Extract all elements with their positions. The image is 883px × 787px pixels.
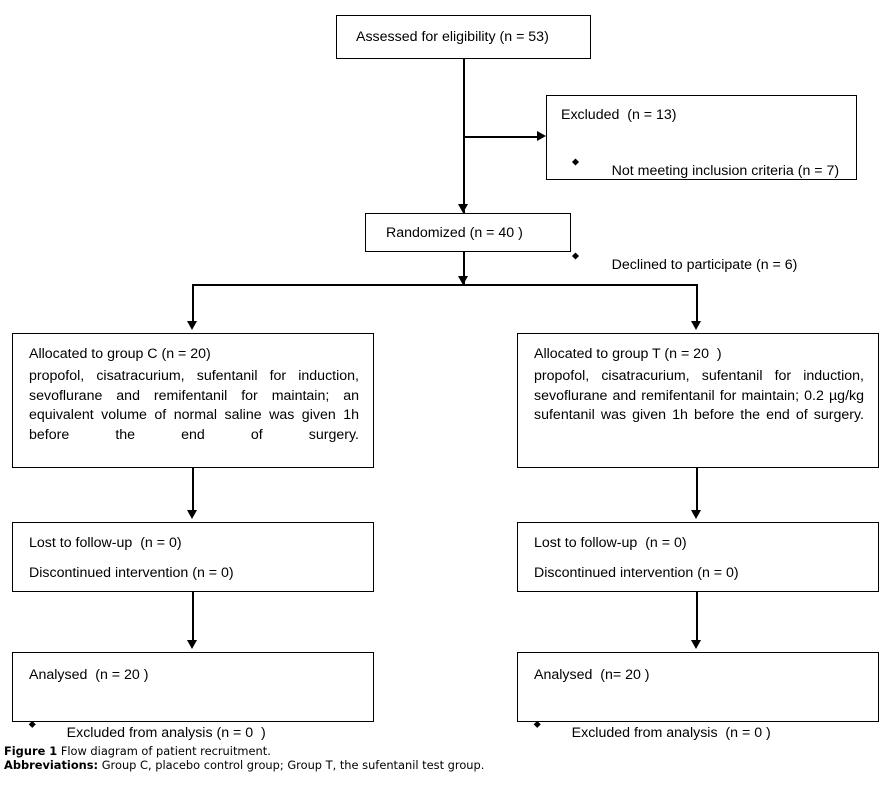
excluded-bullet-0: Not meeting inclusion criteria (n = 7) [571,126,880,198]
arrowhead-onto-split-bar [458,276,468,285]
allocated-t-body: propofol, cisatracurium, sufentanil for … [534,368,864,423]
split-bus-bar [192,284,697,286]
figure-caption: Figure 1 Flow diagram of patient recruit… [4,744,704,773]
followup-t-discontinued-label: Discontinued intervention (n = 0) [534,565,739,581]
connector-split-right [696,284,698,324]
diamond-bullet-icon [571,158,580,166]
node-followup-group-t: Lost to follow-up (n = 0) Discontinued i… [517,522,879,592]
arrowhead-into-analysed-t [691,640,701,649]
allocated-c-heading: Allocated to group C (n = 20) [29,346,211,362]
followup-c-lost-label: Lost to follow-up (n = 0) [29,535,182,551]
analysed-t-label: Analysed (n= 20 ) [534,667,650,683]
arrowhead-into-followup-c [187,510,197,519]
diamond-bullet-icon [29,720,36,728]
connector-randomized-down [463,252,465,285]
excluded-label: Excluded (n = 13) [561,107,677,123]
analysed-c-label: Analysed (n = 20 ) [29,667,149,683]
analysed-c-excluded-bullet: Excluded from analysis (n = 0 ) [29,688,389,760]
excluded-bullet-0-label: Not meeting inclusion criteria (n = 7) [611,163,840,179]
excluded-bullet-1: Declined to participate (n = 6) [571,220,880,292]
figure-abbreviations-line: Abbreviations: Group C, placebo control … [4,758,704,772]
abbreviations-text: Group C, placebo control group; Group T,… [101,758,485,773]
assessed-label: Assessed for eligibility (n = 53) [356,29,549,45]
connector-followup-c-to-analysed-c [192,592,194,644]
excluded-bullet-1-label: Declined to participate (n = 6) [611,257,798,273]
connector-to-excluded [463,136,537,138]
node-analysed-group-t: Analysed (n= 20 ) Excluded from analysis… [517,652,879,741]
connector-split-left [192,284,194,324]
allocated-t-heading: Allocated to group T (n = 20 ) [534,346,722,362]
node-allocated-group-c: Allocated to group C (n = 20) propofol, … [12,333,374,468]
node-allocated-group-t: Allocated to group T (n = 20 ) propofol,… [517,333,879,468]
node-followup-group-c: Lost to follow-up (n = 0) Discontinued i… [12,522,374,592]
node-randomized: Randomized (n = 40 ) [365,213,571,252]
diamond-bullet-icon [571,252,580,260]
arrowhead-into-excluded [537,131,546,141]
figure-number-label: Figure 1 [4,744,58,758]
node-excluded: Excluded (n = 13) Not meeting inclusion … [546,95,857,273]
diamond-bullet-icon [534,720,541,728]
analysed-t-excluded-label: Excluded from analysis (n = 0 ) [571,725,771,741]
connector-followup-t-to-analysed-t [696,592,698,644]
analysed-c-excluded-label: Excluded from analysis (n = 0 ) [66,725,266,741]
figure-caption-text: Flow diagram of patient recruitment. [60,744,271,758]
abbreviations-label: Abbreviations: [4,758,99,773]
node-analysed-group-c: Analysed (n = 20 ) Excluded from analysi… [12,652,374,741]
followup-t-lost-label: Lost to follow-up (n = 0) [534,535,687,551]
node-assessed-for-eligibility: Assessed for eligibility (n = 53) [336,15,591,59]
followup-c-discontinued-label: Discontinued intervention (n = 0) [29,565,234,581]
randomized-label: Randomized (n = 40 ) [386,225,523,241]
connector-allocated-t-to-followup-t [696,468,698,514]
arrowhead-into-allocated-t [691,321,701,330]
figure-caption-line: Figure 1 Flow diagram of patient recruit… [4,744,704,758]
arrowhead-into-analysed-c [187,640,197,649]
allocated-c-body: propofol, cisatracurium, sufentanil for … [29,368,359,443]
arrowhead-into-allocated-c [187,321,197,330]
arrowhead-into-randomized [458,204,468,213]
analysed-t-excluded-bullet: Excluded from analysis (n = 0 ) [534,688,883,760]
connector-allocated-c-to-followup-c [192,468,194,514]
arrowhead-into-followup-t [691,510,701,519]
